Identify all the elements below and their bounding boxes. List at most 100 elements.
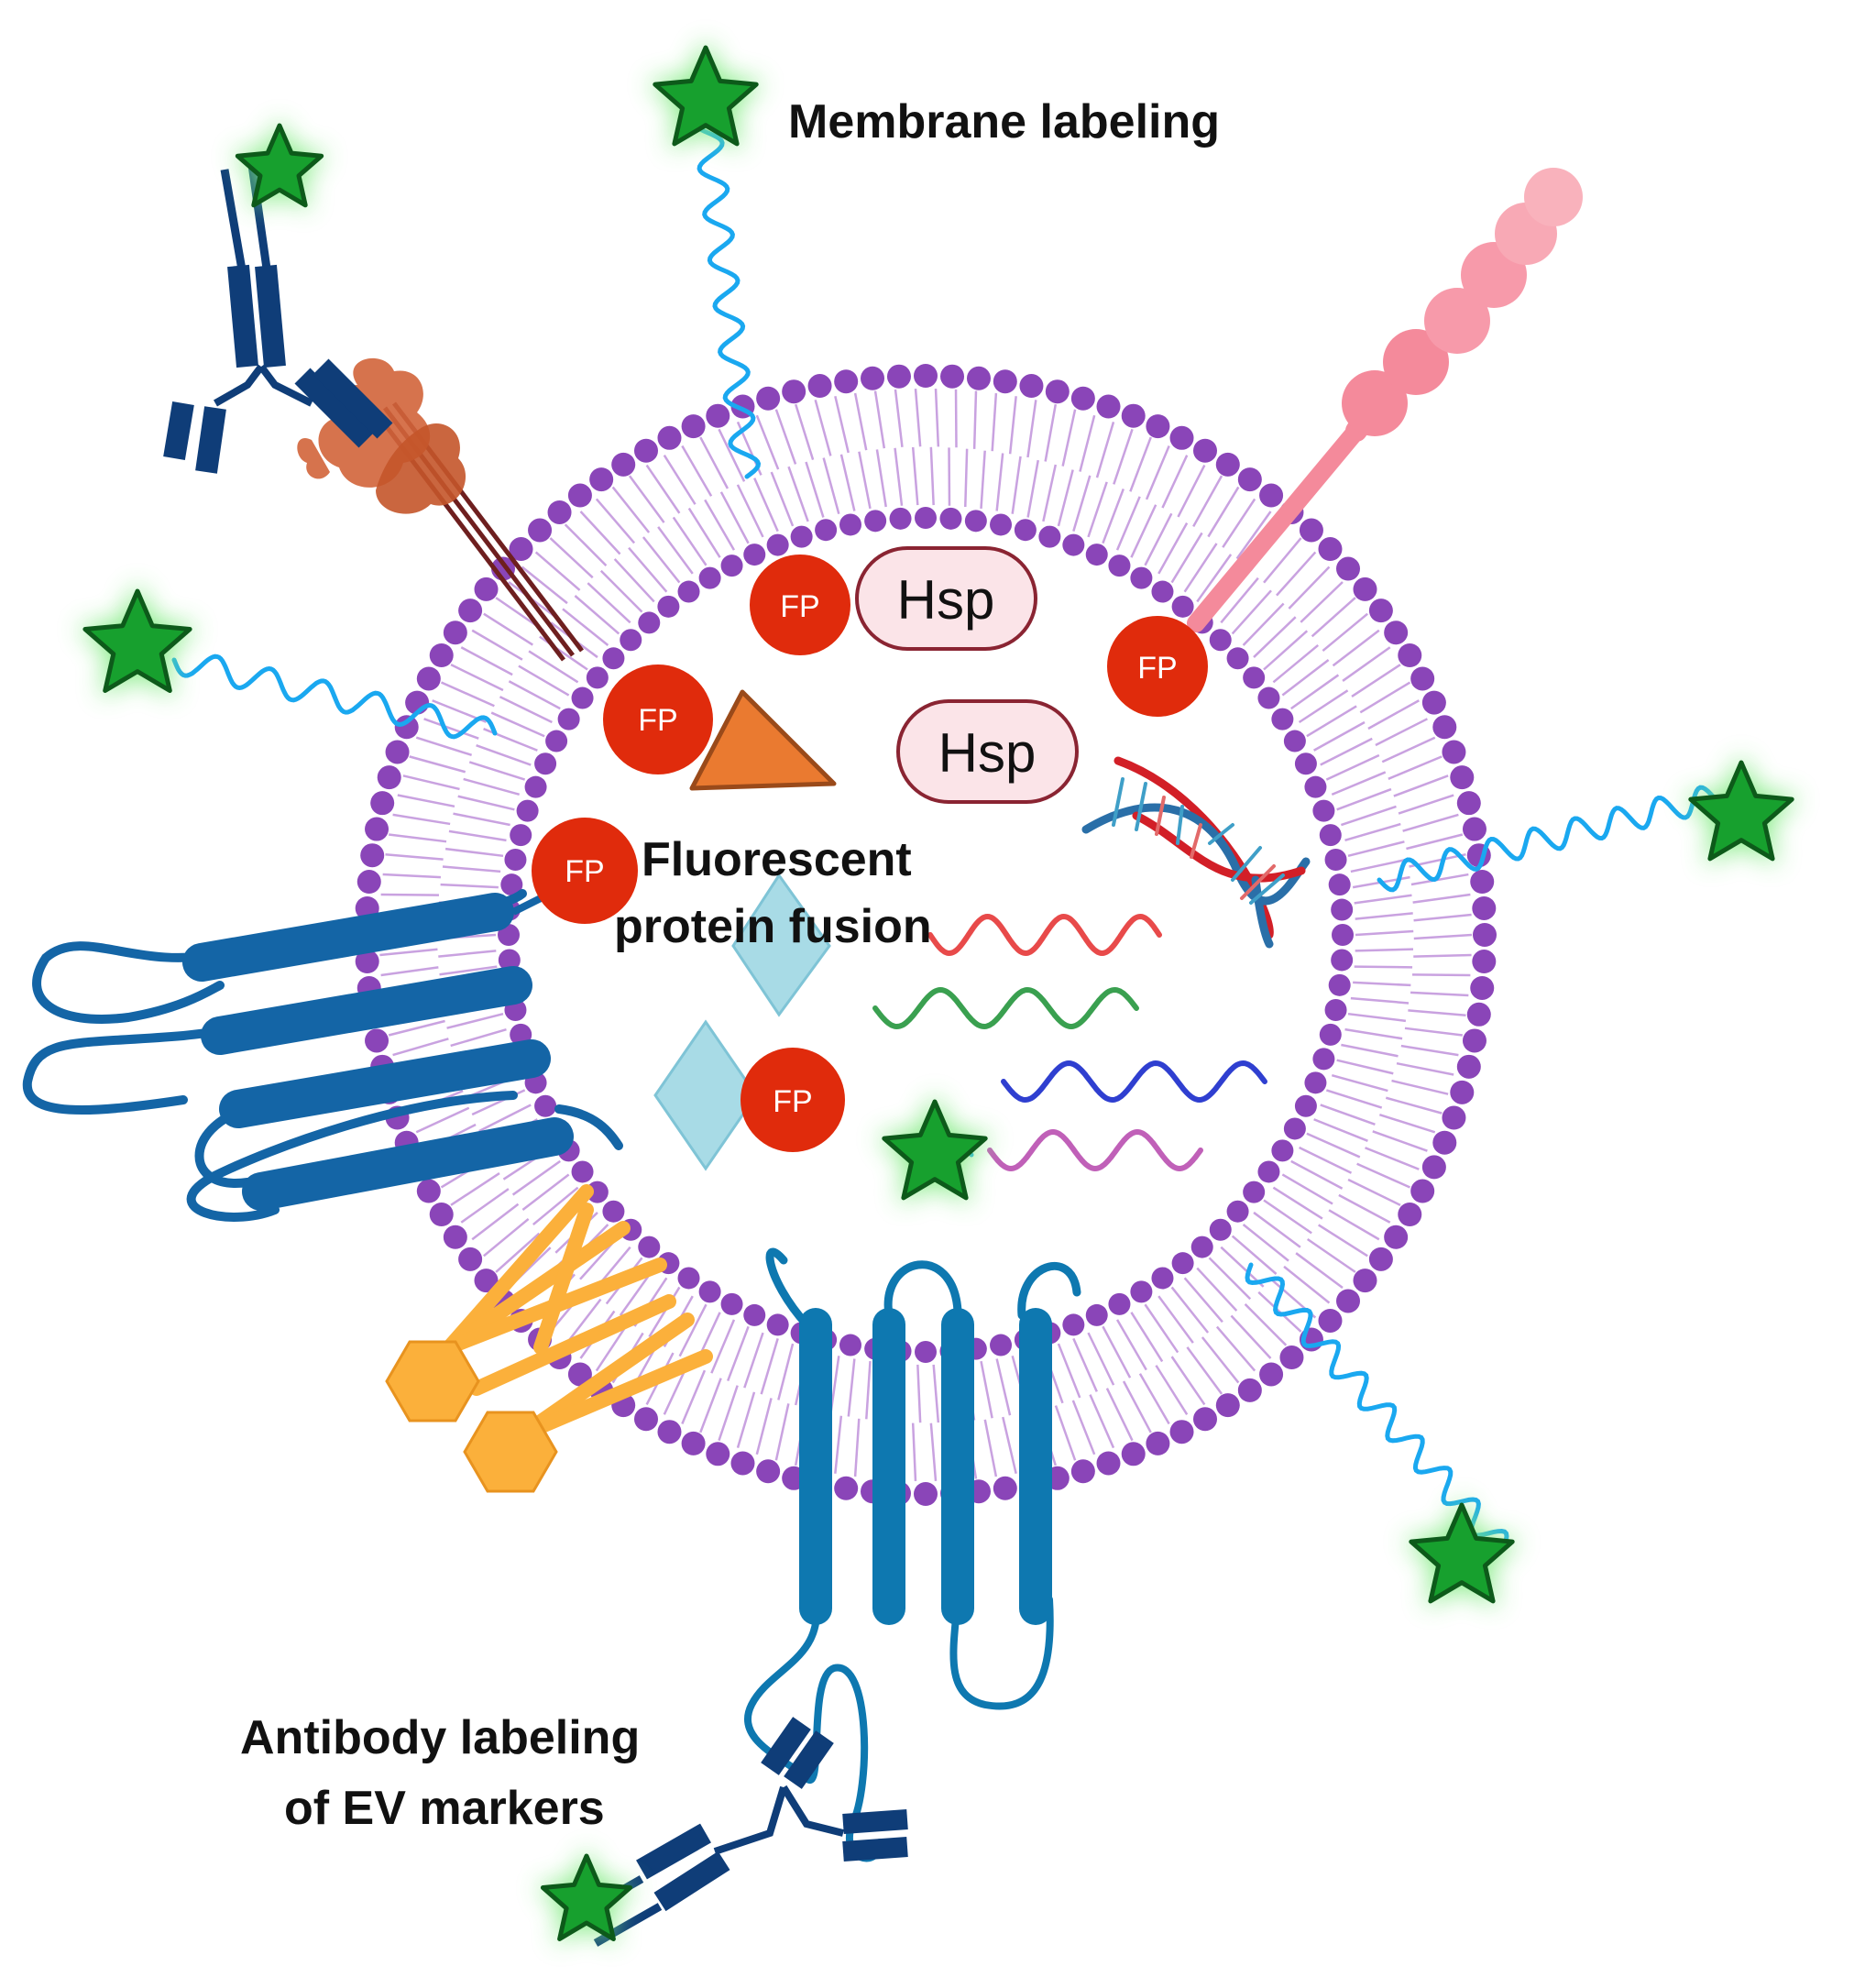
lipid-tail [508, 680, 561, 710]
lipid-tail [1170, 1356, 1206, 1406]
lipid-head-inner [990, 513, 1013, 536]
lipid-tail [1288, 566, 1331, 610]
lipid-tail [1072, 1337, 1098, 1392]
lipid-tail [687, 507, 721, 558]
lipid-head-outer [1019, 374, 1044, 399]
lipid-tail [1290, 1159, 1344, 1190]
lipid-head-outer [993, 369, 1017, 394]
antibody-ev-marker-icon [575, 1717, 908, 1947]
lipid-head-outer [1045, 379, 1070, 404]
lipid-tail [1095, 422, 1115, 478]
lipid-tail [1396, 1061, 1454, 1076]
lipid-tail [1300, 581, 1344, 623]
lipid-tail [932, 1364, 940, 1423]
lipid-tail [490, 711, 545, 738]
lipid-tail [1391, 1079, 1449, 1095]
lipid-tail [1042, 464, 1058, 522]
lipid-head-inner [1319, 1023, 1342, 1046]
lipid-tail [518, 664, 570, 697]
lipid-head-outer [657, 1420, 682, 1444]
lipid-tail [1281, 1173, 1333, 1205]
lipid-tail [460, 1188, 510, 1224]
lipid-tail [1129, 436, 1152, 492]
lipid-head-inner [864, 510, 887, 533]
lipid-tail [980, 450, 986, 510]
lipid-head-inner [743, 544, 766, 566]
fp-label-2: FP [638, 703, 677, 738]
lipid-tail [1350, 858, 1409, 873]
lipid-tail [444, 847, 504, 858]
lipid-head-inner [1324, 999, 1347, 1022]
lipid-tail [476, 744, 532, 766]
lipid-tail [1372, 1130, 1428, 1152]
lipid-tail [991, 392, 998, 452]
lipid-tail [911, 1422, 917, 1481]
lipid-tail [409, 755, 466, 774]
lipid-head-outer [807, 374, 832, 399]
lipid-head-outer [1421, 1155, 1446, 1180]
lipid-head-inner [657, 595, 680, 618]
lipid-tail [1011, 456, 1022, 514]
lipid-head-inner [1085, 1303, 1108, 1326]
lipid-head-outer [1450, 765, 1475, 790]
lipid-head-outer [1470, 975, 1495, 1000]
lipid-head-inner [698, 566, 721, 589]
lipid-head-inner [1257, 686, 1280, 709]
lipid-head-inner [1209, 629, 1232, 652]
lipid-tail [1325, 753, 1380, 781]
lipid-tail [699, 436, 730, 489]
lipid-head-inner [638, 611, 661, 634]
lipid-head-outer [834, 1476, 859, 1500]
lipid-head-outer [443, 1225, 467, 1249]
lipid-head-inner [1108, 1292, 1131, 1315]
lipid-tail [777, 1343, 795, 1400]
lipid-tail [1404, 1027, 1464, 1037]
lipid-head-inner [1130, 566, 1153, 589]
lipid-head-outer [914, 364, 938, 388]
lipid-tail [1242, 1223, 1289, 1262]
lipid-head-inner [698, 1280, 721, 1303]
lipid-tail [532, 1186, 579, 1226]
lipid-tail [442, 865, 501, 873]
lipid-head-inner [677, 580, 700, 603]
lipid-tail [710, 1319, 736, 1374]
lipid-tail [1272, 1186, 1323, 1220]
lipid-tail [499, 696, 553, 724]
fluorescent-dye-stars [77, 39, 1800, 1945]
lipid-tail [1026, 459, 1039, 518]
lipid-tail [1344, 1027, 1403, 1040]
lipid-tail [1072, 475, 1092, 532]
lipid-tail [379, 948, 438, 957]
lipid-head-outer [429, 643, 454, 667]
lipid-tail [478, 1104, 532, 1133]
lipid-tail [392, 813, 451, 826]
lipid-tail [415, 736, 473, 757]
lipid-tail [1355, 912, 1413, 920]
star-icon [536, 1849, 637, 1945]
lipid-tail [463, 777, 521, 796]
lipid-tail [471, 629, 523, 661]
lipid-head-outer [370, 791, 395, 816]
lipid-head-inner [915, 1341, 937, 1363]
lipid-tail [1393, 774, 1449, 797]
lipid-head-outer [634, 438, 658, 463]
lipid-head-inner [815, 519, 838, 542]
fp-icon: FP FP FP FP FP [511, 555, 1208, 1152]
lipid-head-outer [1259, 1362, 1284, 1387]
lipid-head-inner [766, 1313, 789, 1336]
lipid-head-outer [1368, 1247, 1393, 1271]
lipid-tail [415, 1106, 470, 1134]
lipid-head-outer [834, 369, 859, 394]
lipid-tail [657, 526, 694, 575]
lipid-tail [1272, 643, 1320, 684]
lipid-head-inner [1312, 1048, 1335, 1071]
lipid-tail [1402, 813, 1459, 832]
lipid-tail [1253, 616, 1297, 658]
lipid-head-inner [602, 647, 625, 670]
lipid-head-inner [1038, 525, 1061, 548]
lipid-tail [1130, 504, 1157, 558]
hsp-label-1: Hsp [897, 569, 995, 631]
lipid-head-outer [1318, 537, 1343, 562]
lipid-head-outer [1472, 950, 1497, 974]
lipid-tail [929, 446, 935, 506]
